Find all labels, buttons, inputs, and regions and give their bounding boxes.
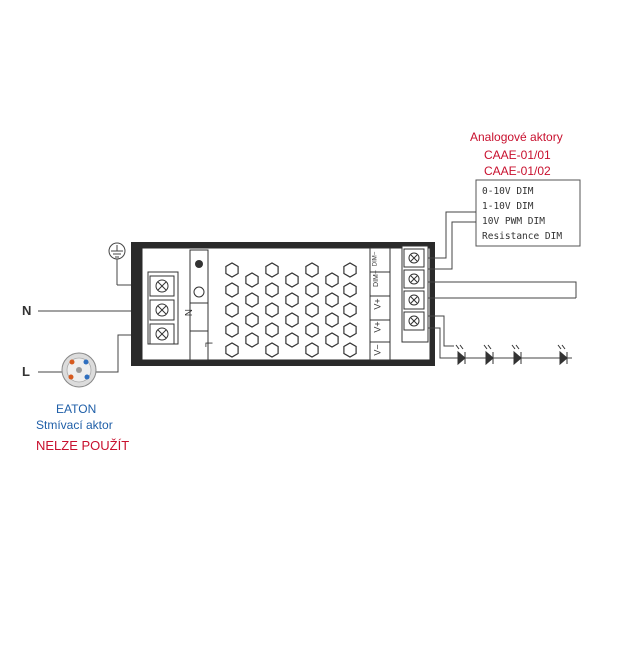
vent-hex <box>343 322 357 338</box>
vent-hex <box>265 282 279 298</box>
driver-label-l: L <box>202 341 214 348</box>
vent-hex <box>265 322 279 338</box>
vent-hex <box>245 292 259 308</box>
vent-hex <box>265 302 279 318</box>
driver-label-vminus: V− <box>372 344 383 356</box>
driver-label-vplus-1: V+ <box>372 321 383 333</box>
eaton-device-name: Stmívací aktor <box>36 418 113 432</box>
vent-hex <box>325 332 339 348</box>
vent-hex <box>305 262 319 278</box>
vent-hex <box>245 312 259 328</box>
vent-hex <box>265 262 279 278</box>
analog-actuators-title: Analogové aktory <box>470 130 563 144</box>
vent-hex <box>285 272 299 288</box>
vent-hex <box>343 262 357 278</box>
led-icon <box>511 344 522 366</box>
vent-hex <box>305 302 319 318</box>
vent-hex <box>305 282 319 298</box>
dim-mode-1: 0-10V DIM <box>482 186 534 197</box>
vent-hex <box>245 332 259 348</box>
ground-icon <box>108 242 150 286</box>
vent-hex <box>343 282 357 298</box>
analog-actuator-model-1: CAAE-01/01 <box>484 148 551 162</box>
l-input-label: L <box>22 364 30 379</box>
eaton-warning: NELZE POUŽÍT <box>36 438 130 453</box>
vent-hex <box>305 322 319 338</box>
vent-hex <box>245 272 259 288</box>
led-icon <box>455 344 466 366</box>
eaton-dimmer-device <box>61 352 97 388</box>
vent-hex <box>343 342 357 358</box>
vent-hex <box>225 322 239 338</box>
led-string <box>455 344 568 366</box>
output-wires <box>428 211 577 359</box>
vent-hex <box>225 282 239 298</box>
vent-hex <box>265 342 279 358</box>
vent-pattern <box>225 262 357 358</box>
driver-label-n: N <box>182 309 193 317</box>
n-input-label: N <box>22 303 32 318</box>
vent-hex <box>343 302 357 318</box>
led-icon <box>557 344 568 366</box>
vent-hex <box>225 302 239 318</box>
dim-mode-box <box>475 179 581 247</box>
vent-hex <box>285 312 299 328</box>
vent-hex <box>285 332 299 348</box>
dim-mode-4: Resistance DIM <box>482 231 563 242</box>
eaton-brand: EATON <box>56 402 97 416</box>
vent-hex <box>325 272 339 288</box>
led-icon <box>483 344 494 366</box>
vent-hex <box>325 312 339 328</box>
led-driver <box>131 242 435 366</box>
vent-hex <box>325 292 339 308</box>
vent-hex <box>285 292 299 308</box>
analog-actuator-model-2: CAAE-01/02 <box>484 164 551 178</box>
vent-hex <box>305 342 319 358</box>
driver-label-vplus-2: V+ <box>372 298 383 310</box>
vent-hex <box>225 342 239 358</box>
driver-label-dim-minus: DIM− <box>372 251 379 267</box>
driver-label-dim: DIM+ <box>372 270 380 287</box>
dim-mode-3: 10V PWM DIM <box>482 216 545 227</box>
vent-hex <box>225 262 239 278</box>
dim-mode-2: 1-10V DIM <box>482 201 534 212</box>
